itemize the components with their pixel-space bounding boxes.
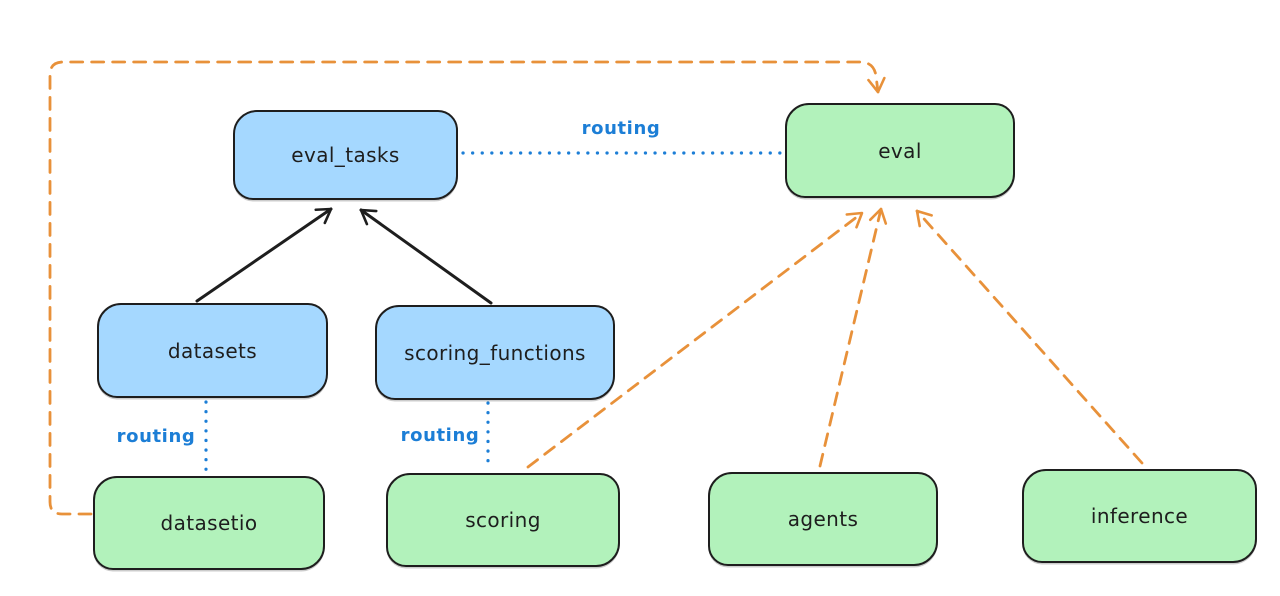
- node-datasetio-label: datasetio: [160, 511, 258, 535]
- edge-inference-eval: [915, 209, 1144, 465]
- edge-label-routing-scoring: routing: [400, 425, 480, 446]
- edge-scoring-eval: [526, 211, 864, 469]
- edge-datasets-eval_tasks: [195, 207, 333, 303]
- node-eval-label: eval: [878, 138, 922, 163]
- node-scoring-label: scoring: [465, 508, 541, 532]
- node-eval-tasks: eval_tasks: [233, 110, 458, 200]
- node-agents-label: agents: [787, 507, 859, 531]
- node-scoring-functions: scoring_functions: [375, 305, 615, 400]
- node-inference-label: inference: [1090, 504, 1189, 528]
- node-inference: inference: [1022, 469, 1257, 563]
- node-agents: agents: [708, 472, 938, 566]
- node-scoring-functions-label: scoring_functions: [404, 340, 586, 365]
- node-datasets-label: datasets: [167, 338, 258, 363]
- node-datasets: datasets: [97, 303, 328, 398]
- edge-agents-eval: [818, 207, 888, 468]
- node-datasetio: datasetio: [93, 476, 325, 570]
- edge-datasetio-eval: [48, 60, 886, 516]
- node-eval: eval: [785, 103, 1015, 198]
- node-scoring: scoring: [386, 473, 620, 567]
- edge-label-routing-datasets: routing: [116, 426, 196, 447]
- edge-label-routing-top: routing: [581, 118, 661, 139]
- node-eval-tasks-label: eval_tasks: [291, 143, 400, 167]
- edge-scoring_functions-eval_tasks: [359, 208, 493, 305]
